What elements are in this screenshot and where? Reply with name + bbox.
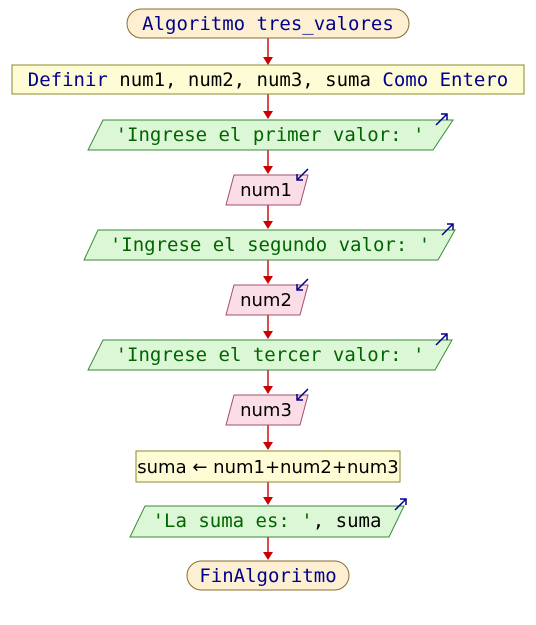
- output-block-2: 'Ingrese el segundo valor: ': [83, 223, 456, 261]
- input-block-3: num3: [225, 388, 309, 426]
- assignment-expression: num1+num2+num3: [213, 457, 399, 478]
- input-arrow-icon: [296, 278, 309, 291]
- define-keyword: Definir: [28, 69, 108, 91]
- final-output-block: 'La suma es: ', suma: [129, 498, 407, 538]
- connectors: [263, 38, 273, 560]
- output-text-2: 'Ingrese el segundo valor: ': [110, 234, 430, 256]
- input-text-3: num3: [240, 400, 292, 421]
- input-text-1: num1: [240, 180, 292, 201]
- input-text-2: num2: [240, 290, 292, 311]
- connector-output-1-input-1: [263, 150, 273, 174]
- output-block-3: 'Ingrese el tercer valor: ': [87, 333, 453, 371]
- end-label: FinAlgoritmo: [199, 565, 336, 587]
- connector-process-final-output: [263, 482, 273, 505]
- output-arrow-icon: [394, 498, 407, 511]
- assignment-arrow: ←: [192, 457, 207, 478]
- final-output-literal: 'La suma es: ': [153, 510, 313, 532]
- output-arrow-icon: [435, 333, 448, 346]
- connector-final-output-end: [263, 537, 273, 560]
- connector-start-define: [263, 38, 273, 65]
- output-block-1: 'Ingrese el primer valor: ': [87, 113, 454, 151]
- connector-define-output-1: [263, 94, 273, 119]
- input-block-1: num1: [225, 168, 309, 206]
- final-output-text: 'La suma es: ', suma: [153, 510, 382, 532]
- end-terminal: FinAlgoritmo: [186, 560, 350, 591]
- output-arrow-icon: [441, 223, 454, 236]
- start-terminal: Algoritmo tres_valores: [126, 8, 410, 39]
- output-text-1: 'Ingrese el primer valor: ': [116, 124, 425, 146]
- define-type: Como Entero: [382, 69, 508, 91]
- connector-output-3-input-3: [263, 370, 273, 394]
- connector-input-1-output-2: [263, 205, 273, 229]
- input-arrow-icon: [296, 388, 309, 401]
- connector-input-3-process: [263, 425, 273, 450]
- define-block: Definir num1, num2, num3, suma Como Ente…: [11, 64, 525, 95]
- connector-output-2-input-2: [263, 260, 273, 284]
- input-arrow-icon: [296, 168, 309, 181]
- start-label: Algoritmo tres_valores: [142, 13, 394, 35]
- define-text: Definir num1, num2, num3, suma Como Ente…: [28, 69, 509, 91]
- define-vars: num1, num2, num3, suma: [119, 69, 371, 91]
- output-arrow-icon: [435, 113, 448, 126]
- assignment-text: suma ← num1+num2+num3: [137, 457, 399, 478]
- final-output-separator: ,: [313, 510, 324, 532]
- assignment-block: suma ← num1+num2+num3: [135, 450, 401, 483]
- connector-input-2-output-3: [263, 315, 273, 339]
- assignment-target: suma: [137, 457, 186, 478]
- final-output-variable: suma: [336, 510, 382, 532]
- input-block-2: num2: [225, 278, 309, 316]
- output-text-3: 'Ingrese el tercer valor: ': [116, 344, 425, 366]
